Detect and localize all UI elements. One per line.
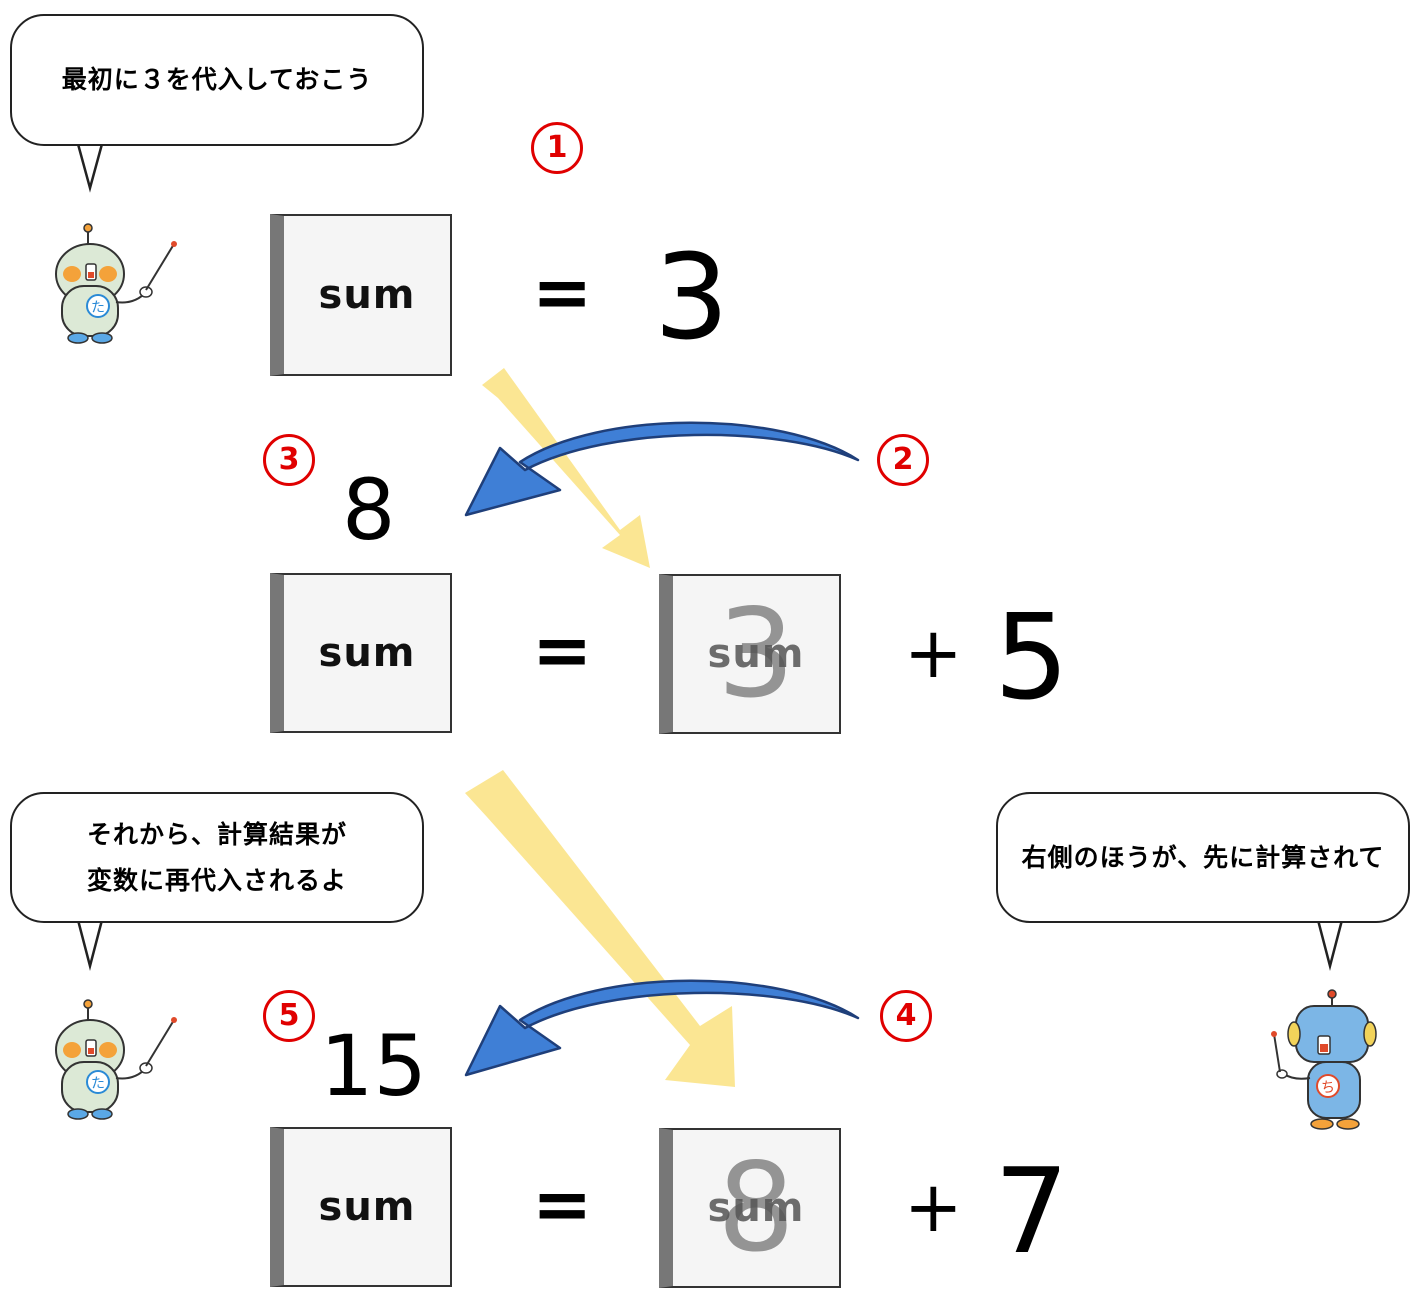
robot-ta-icon: た: [55, 999, 177, 1120]
variable-box-row3: sum: [270, 1127, 452, 1287]
reference-box-row2: 3 sum: [659, 574, 841, 734]
equals-sign-row2: =: [532, 608, 593, 692]
result-row2: 8: [342, 461, 396, 559]
variable-label: sum: [318, 272, 416, 318]
bubble-tail-middle-left: [76, 919, 104, 971]
variable-label: sum: [318, 630, 416, 676]
svg-text:た: た: [91, 300, 105, 316]
speech-bubble-middle-right: 右側のほうが、先に計算されて: [996, 792, 1410, 923]
blue-arrow-2: [464, 979, 860, 1077]
yellow-arrow-1: [482, 368, 650, 568]
ghost-value-row3: 8: [717, 1137, 795, 1279]
equals-sign-row1: =: [532, 250, 593, 334]
bubble-tail-middle-right: [1316, 919, 1344, 971]
speech-bubble-middle-left: それから、計算結果が 変数に再代入されるよ: [10, 792, 424, 923]
reference-label: sum: [707, 1185, 805, 1231]
ghost-value-row2: 3: [717, 583, 795, 725]
blue-arrow-1: [464, 421, 860, 517]
bubble-text-middle-left-1: それから、計算結果が: [86, 819, 347, 849]
reference-box-row3: 8 sum: [659, 1128, 841, 1288]
plus-sign-row2: +: [904, 612, 963, 694]
bubble-tail-top-left: [76, 143, 104, 193]
robot-ta-icon: た: [55, 223, 177, 344]
variable-label: sum: [318, 1184, 416, 1230]
step-4-circle: 4: [880, 990, 932, 1042]
step-2-circle: 2: [877, 434, 929, 486]
speech-bubble-top-left: 最初に３を代入しておこう: [10, 14, 424, 146]
step-3-circle: 3: [263, 434, 315, 486]
robot-chi-icon: ち: [1271, 989, 1377, 1130]
bubble-text-middle-left-2: 変数に再代入されるよ: [86, 865, 347, 895]
variable-box-row2: sum: [270, 573, 452, 733]
value-row1: 3: [654, 228, 730, 366]
svg-text:た: た: [91, 1076, 105, 1092]
step-1-circle: 1: [531, 122, 583, 174]
yellow-arrow-2: [465, 770, 735, 1087]
bubble-text-middle-right: 右側のほうが、先に計算されて: [1021, 842, 1385, 872]
result-row3: 15: [320, 1017, 427, 1115]
equals-sign-row3: =: [532, 1162, 593, 1246]
step-5-circle: 5: [263, 990, 315, 1042]
addend-row3: 7: [994, 1142, 1070, 1280]
addend-row2: 5: [994, 588, 1070, 726]
reference-label: sum: [707, 631, 805, 677]
plus-sign-row3: +: [904, 1166, 963, 1248]
variable-box-row1: sum: [270, 214, 452, 376]
svg-text:ち: ち: [1321, 1080, 1335, 1096]
bubble-text-top-left: 最初に３を代入しておこう: [61, 65, 373, 94]
